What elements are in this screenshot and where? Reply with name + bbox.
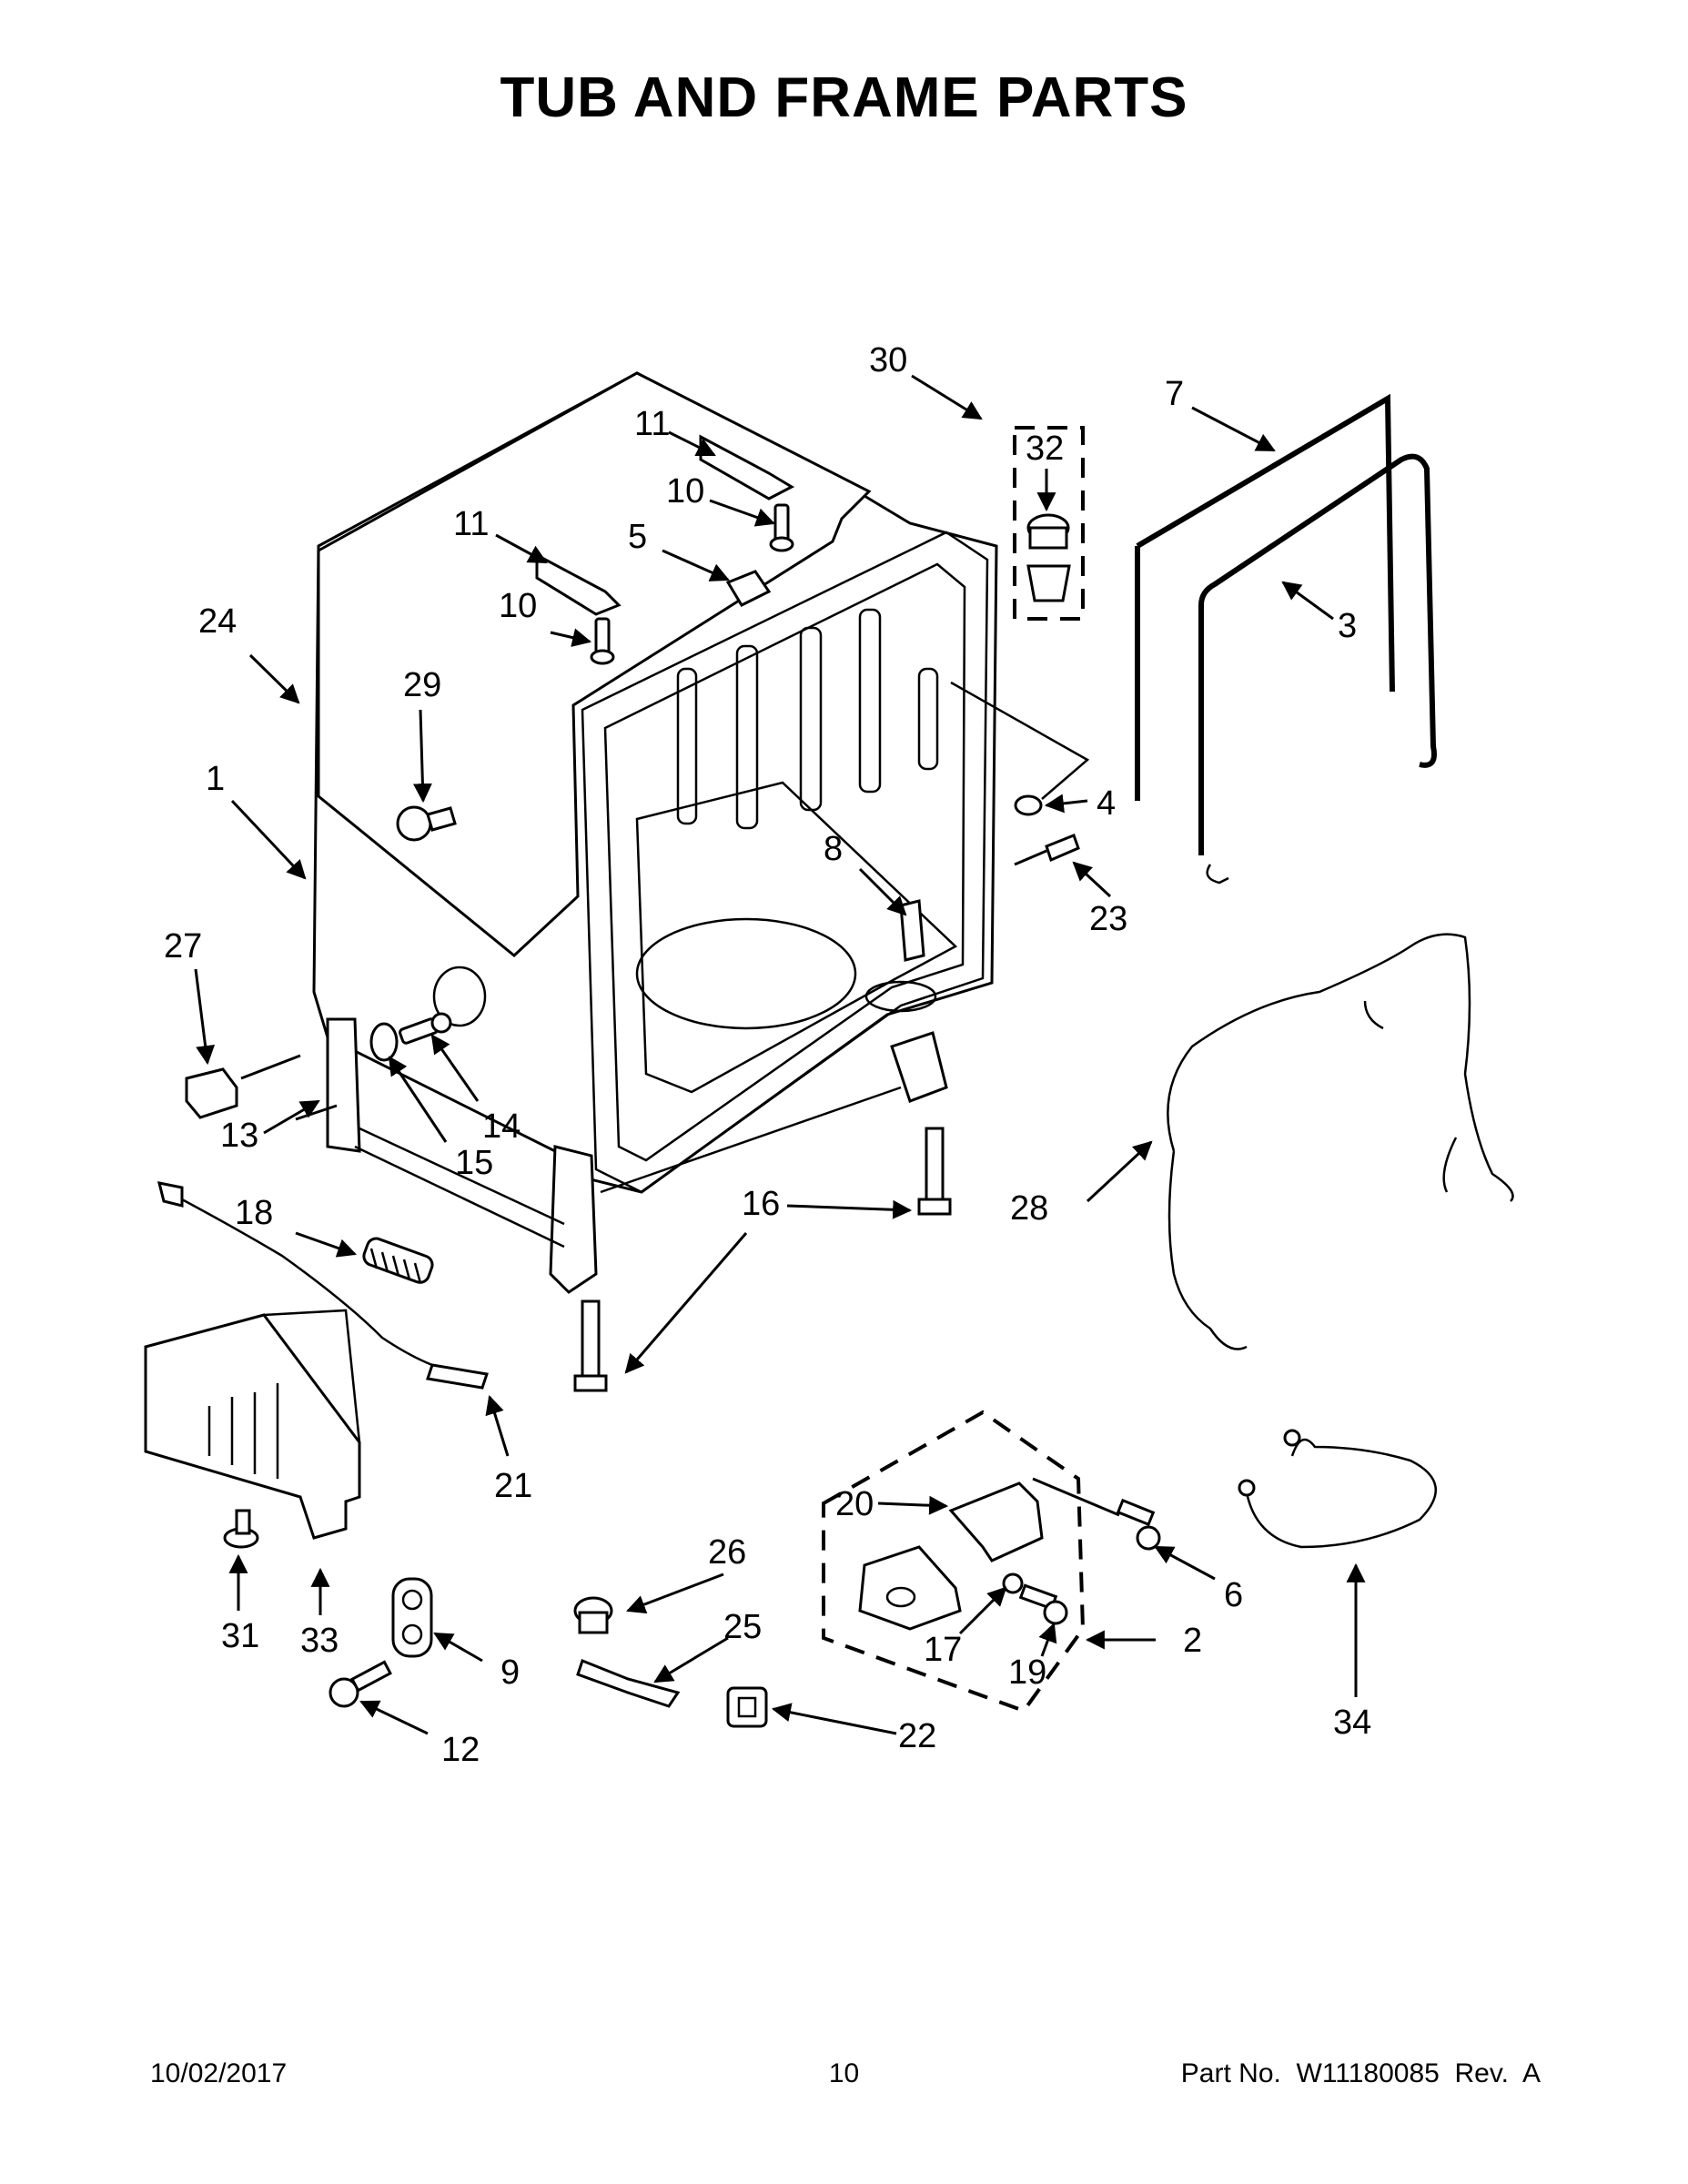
screw-10-upper: [769, 503, 794, 552]
part-20: [858, 1481, 1044, 1631]
vent-nozzle: [1026, 564, 1071, 602]
footer-date: 10/02/2017: [150, 2058, 288, 2088]
callout-28: 28: [1010, 1189, 1048, 1228]
callout-11-upper: 11: [634, 405, 670, 443]
screw-23: [1045, 834, 1080, 863]
tub-frame-assembly: [312, 371, 998, 1294]
side-seal-3: [1198, 453, 1437, 855]
block-27: [185, 1067, 238, 1119]
wiring-harness-28: [1167, 933, 1514, 1350]
callout-3: 3: [1338, 607, 1357, 645]
screw-12: [329, 1660, 392, 1708]
callout-13: 13: [220, 1117, 258, 1155]
callout-23: 23: [1089, 900, 1127, 938]
page-title: TUB AND FRAME PARTS: [500, 66, 1188, 129]
callout-21: 21: [494, 1467, 532, 1505]
callout-7: 7: [1165, 375, 1184, 413]
plug-4: [1014, 794, 1043, 816]
washer-15: [369, 1022, 399, 1062]
callout-27: 27: [164, 927, 202, 966]
callout-26: 26: [708, 1533, 746, 1572]
callout-10-lower: 10: [499, 587, 537, 625]
callout-20: 20: [835, 1485, 874, 1523]
callout-25: 25: [723, 1608, 762, 1646]
callout-15: 15: [455, 1144, 493, 1182]
callout-16: 16: [742, 1185, 780, 1223]
callout-10-upper: 10: [666, 472, 704, 511]
callout-17: 17: [924, 1631, 962, 1669]
callout-6: 6: [1224, 1576, 1243, 1614]
callout-19: 19: [1008, 1653, 1046, 1692]
callout-labels: 1 2 3 4 5 6 7 8 9 10 10 11 11 12 13 14 1…: [164, 341, 1371, 1769]
screw-14: [399, 1012, 452, 1045]
footer-page-number: 10: [828, 2058, 860, 2088]
door-gasket-7: [1135, 393, 1395, 801]
part-17: [1002, 1572, 1024, 1594]
leveling-leg-left: [573, 1299, 608, 1392]
callout-2: 2: [1183, 1622, 1202, 1660]
leveling-leg-right: [917, 1127, 952, 1216]
callout-5: 5: [628, 518, 647, 556]
callout-31: 31: [221, 1617, 259, 1655]
callout-11-lower: 11: [453, 505, 489, 543]
screw-6: [1116, 1498, 1161, 1551]
plug-fastener-29: [396, 805, 457, 842]
vent-cap-32: [1026, 513, 1070, 550]
callout-29: 29: [403, 666, 441, 704]
screw-19: [1018, 1583, 1068, 1625]
bracket-25: [576, 1659, 681, 1708]
callout-1: 1: [206, 760, 225, 798]
spring-18: [362, 1237, 434, 1284]
callout-8: 8: [824, 830, 843, 868]
callout-4: 4: [1097, 784, 1116, 823]
toe-panel-33: [144, 1313, 361, 1540]
kit-2-outline: [822, 1410, 1086, 1714]
part-22: [726, 1686, 768, 1728]
callout-33: 33: [300, 1622, 339, 1660]
callout-18: 18: [235, 1194, 273, 1232]
callout-32: 32: [1026, 430, 1064, 468]
vent-kit-outline: [1013, 426, 1085, 621]
callout-30: 30: [869, 341, 907, 379]
footer-part-number: Part No. W11180085 Rev. A: [1180, 2058, 1541, 2088]
callout-14: 14: [482, 1107, 521, 1146]
callout-24: 24: [198, 602, 237, 641]
callout-34: 34: [1333, 1704, 1371, 1742]
screw-10-lower: [590, 617, 615, 665]
bracket-9: [391, 1577, 433, 1658]
clip-8: [899, 899, 925, 962]
callout-22: 22: [898, 1717, 936, 1755]
callout-9: 9: [500, 1653, 520, 1692]
leader-arrows: [194, 374, 1366, 1735]
part-26: [573, 1596, 613, 1634]
door-cable: [167, 1190, 474, 1376]
insulation-blanket: [317, 371, 872, 957]
screw-31: [223, 1509, 259, 1549]
callout-12: 12: [441, 1731, 480, 1769]
cable-34: [1245, 1438, 1437, 1549]
